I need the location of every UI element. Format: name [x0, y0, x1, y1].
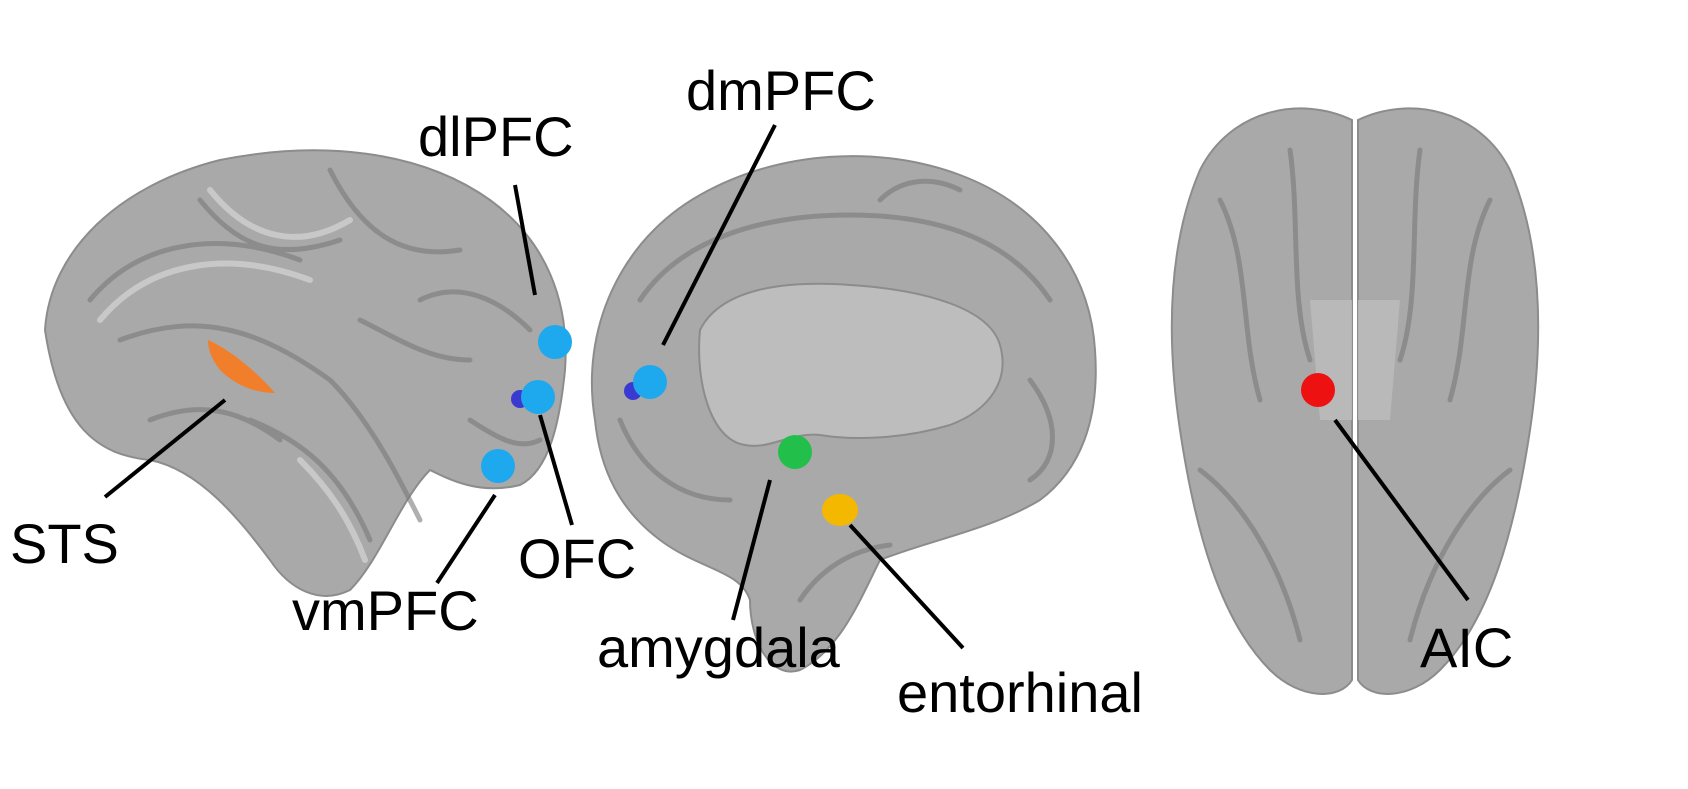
ventral-brain-view — [1170, 107, 1540, 695]
label-dmpfc: dmPFC — [686, 59, 876, 122]
entorhinal-marker — [822, 494, 858, 526]
label-sts: STS — [10, 512, 119, 575]
label-aic: AIC — [1420, 616, 1513, 679]
corpus-callosum — [698, 282, 1004, 447]
label-amygdala: amygdala — [597, 616, 841, 679]
amygdala-leader-line — [731, 479, 772, 621]
sts-leader-line — [103, 398, 227, 499]
vmpfc-leader-line — [435, 493, 497, 585]
vmpfc-marker — [481, 449, 515, 483]
aic-marker — [1301, 373, 1335, 407]
label-entorhinal: entorhinal — [897, 661, 1143, 724]
label-vmpfc: vmPFC — [292, 579, 479, 642]
medial-brain-view — [590, 155, 1097, 673]
ofc-marker — [521, 380, 555, 414]
aic-leader-line — [1333, 418, 1470, 602]
label-ofc: OFC — [518, 527, 636, 590]
dlpfc-marker — [538, 325, 572, 359]
amygdala-marker — [778, 435, 812, 469]
dlpfc-leader-line — [513, 184, 537, 296]
sts-region — [208, 340, 275, 393]
entorhinal-leader-line — [848, 523, 965, 650]
dmpfc-marker — [633, 365, 667, 399]
dmpfc-leader-line — [661, 124, 777, 346]
label-dlpfc: dlPFC — [418, 105, 574, 168]
lateral-brain-view — [43, 149, 567, 597]
ofc-leader-line — [538, 414, 574, 526]
